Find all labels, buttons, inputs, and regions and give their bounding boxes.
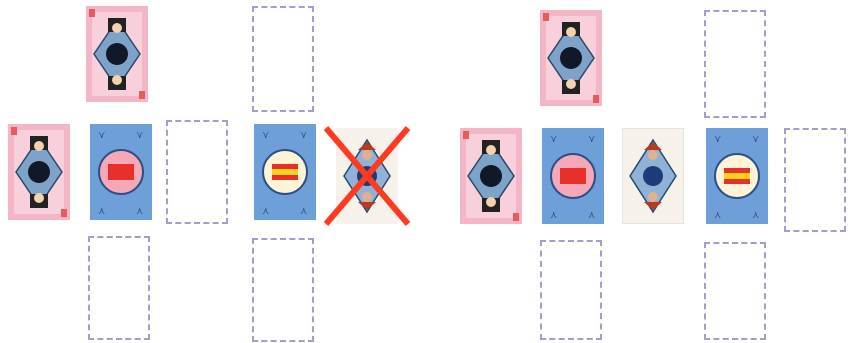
king-card-icon [8, 124, 70, 220]
card-back-blue-center-far-right-group[interactable]: ⋎ ⋎ ⋏ ⋏ [706, 128, 768, 224]
empty-slot-bottom-far-right-group[interactable] [704, 242, 766, 340]
king-card-icon [86, 6, 148, 102]
svg-text:⋎: ⋎ [136, 130, 143, 141]
king-card-icon [540, 10, 602, 106]
svg-text:⋏: ⋏ [262, 206, 269, 217]
svg-text:⋎: ⋎ [550, 134, 557, 145]
svg-text:⋏: ⋏ [550, 210, 557, 221]
svg-text:⋏: ⋏ [98, 206, 105, 217]
card-back-blue-center-left-group[interactable]: ⋎ ⋎ ⋏ ⋏ [90, 124, 152, 220]
crossed-card-icon [322, 124, 412, 228]
card-back-icon: ⋎ ⋎ ⋏ ⋏ [90, 124, 152, 220]
svg-text:⋎: ⋎ [752, 134, 759, 145]
empty-slot-bottom-right-group[interactable] [540, 240, 602, 340]
svg-text:⋎: ⋎ [714, 134, 721, 145]
card-back-blue-center-middle-group[interactable]: ⋎ ⋎ ⋏ ⋏ [254, 124, 316, 220]
empty-slot-right-far-right-group[interactable] [784, 128, 846, 232]
card-back-icon: ⋎ ⋎ ⋏ ⋏ [706, 128, 768, 224]
card-face-pink-top-left-group[interactable] [86, 6, 148, 102]
svg-text:⋏: ⋏ [752, 210, 759, 221]
king-card-icon [460, 128, 522, 224]
empty-slot-bottom-middle-group[interactable] [252, 238, 314, 342]
card-back-icon: ⋎ ⋎ ⋏ ⋏ [542, 128, 604, 224]
empty-slot-top-far-right-group[interactable] [704, 10, 766, 118]
svg-text:⋎: ⋎ [300, 130, 307, 141]
card-face-pink-left-right-group[interactable] [460, 128, 522, 224]
empty-slot-right-left-group[interactable] [166, 120, 228, 224]
empty-slot-top-middle-group[interactable] [252, 6, 314, 112]
empty-slot-bottom-left-group[interactable] [88, 236, 150, 340]
svg-text:⋎: ⋎ [588, 134, 595, 145]
svg-text:⋎: ⋎ [98, 130, 105, 141]
svg-text:⋏: ⋏ [588, 210, 595, 221]
card-face-pink-top-right-group[interactable] [540, 10, 602, 106]
card-back-blue-center-right-group[interactable]: ⋎ ⋎ ⋏ ⋏ [542, 128, 604, 224]
card-face-pink-left-left-group[interactable] [8, 124, 70, 220]
svg-text:⋏: ⋏ [136, 206, 143, 217]
svg-text:⋏: ⋏ [300, 206, 307, 217]
svg-text:⋏: ⋏ [714, 210, 721, 221]
card-back-icon: ⋎ ⋎ ⋏ ⋏ [254, 124, 316, 220]
card-face-crossed-out[interactable] [322, 124, 412, 228]
card-face-blue-second-right-group[interactable] [622, 128, 684, 224]
svg-text:⋎: ⋎ [262, 130, 269, 141]
jack-card-icon [622, 128, 684, 224]
